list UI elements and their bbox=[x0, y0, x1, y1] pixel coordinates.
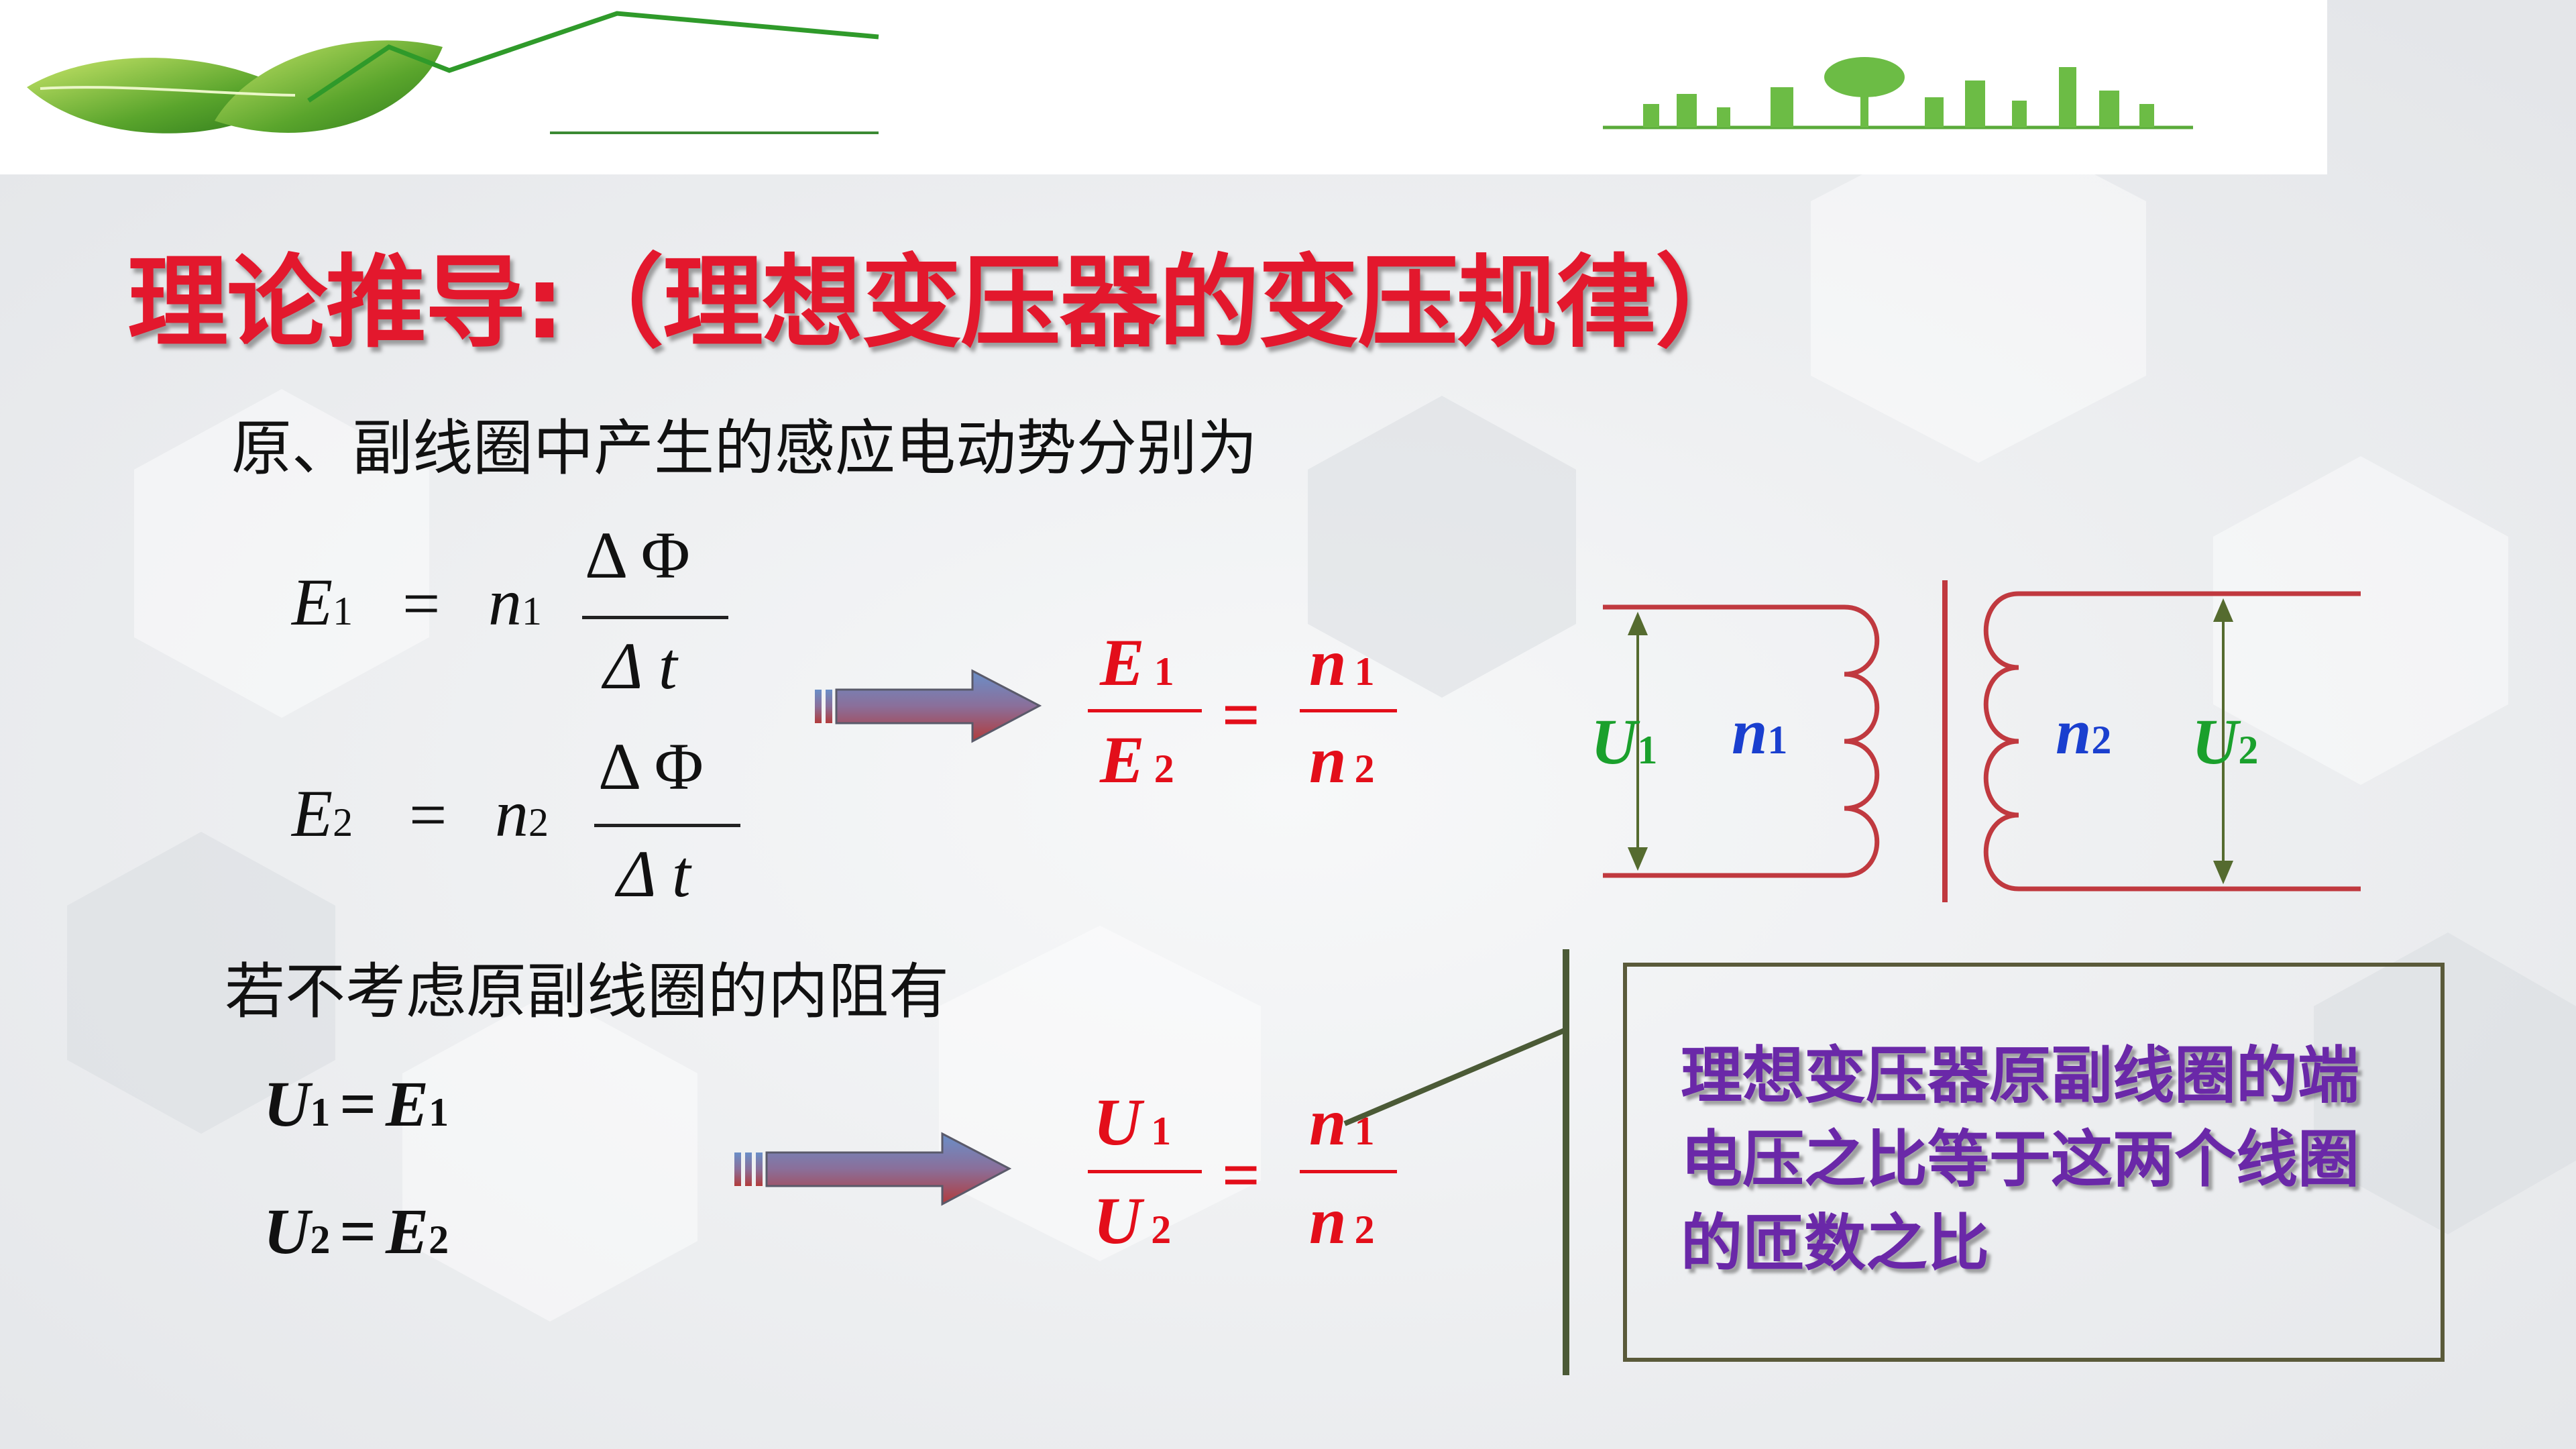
transformer-diagram bbox=[1603, 580, 2361, 902]
arrow-right-icon bbox=[815, 669, 1042, 743]
intro-text: 原、副线圈中产生的感应电动势分别为 bbox=[231, 413, 1257, 484]
e2-coef: n2 bbox=[495, 776, 549, 851]
conclusion-line-1: 理想变压器原副线圈的端 bbox=[1681, 1040, 2360, 1112]
e1-equals: = bbox=[402, 566, 441, 641]
ratio-u-line-left bbox=[1088, 1170, 1202, 1173]
city-skyline-icon bbox=[1603, 57, 2193, 129]
e1-fraction-line bbox=[582, 616, 728, 619]
e1-denominator: Δ t bbox=[604, 629, 677, 703]
arrow-right-icon bbox=[734, 1132, 1012, 1206]
equation-u1: U1=E1 bbox=[264, 1068, 449, 1140]
diagram-u2-label: U2 bbox=[2192, 706, 2259, 777]
diagram-n1-label: n1 bbox=[1732, 696, 1788, 767]
ratio-u-equals: = bbox=[1222, 1138, 1260, 1212]
e1-coef: n1 bbox=[488, 565, 542, 639]
callout-connector bbox=[1343, 949, 1569, 1375]
slide-title: 理论推导:（理想变压器的变压规律） bbox=[127, 245, 1756, 362]
ratio-u-line-right bbox=[1300, 1170, 1397, 1173]
e2-denominator: Δ t bbox=[617, 837, 691, 911]
condition-text: 若不考虑原副线圈的内阻有 bbox=[225, 957, 949, 1027]
conclusion-box: 理想变压器原副线圈的端 电压之比等于这两个线圈 的匝数之比 bbox=[1623, 963, 2445, 1362]
e1-lhs: E bbox=[292, 565, 333, 639]
equation-e1: E1 bbox=[292, 564, 353, 641]
e1-numerator: Δ Φ bbox=[585, 518, 690, 592]
conclusion-line-3: 的匝数之比 bbox=[1681, 1208, 1990, 1279]
ratio-e-line-right bbox=[1300, 709, 1397, 712]
equation-u2: U2=E2 bbox=[264, 1195, 449, 1267]
equation-e2: E2 bbox=[292, 776, 353, 851]
e1-lhs-sub: 1 bbox=[333, 589, 353, 633]
leaf-logo bbox=[27, 11, 879, 134]
diagram-n2-label: n2 bbox=[2056, 696, 2112, 767]
ratio-e-equals: = bbox=[1222, 678, 1260, 752]
diagram-u1-label: U1 bbox=[1591, 706, 1658, 777]
e2-fraction-line bbox=[594, 824, 740, 827]
ratio-e-line-left bbox=[1088, 709, 1202, 712]
e2-numerator: Δ Φ bbox=[598, 729, 704, 804]
e2-equals: = bbox=[409, 777, 447, 852]
conclusion-line-2: 电压之比等于这两个线圈 bbox=[1681, 1124, 2360, 1195]
